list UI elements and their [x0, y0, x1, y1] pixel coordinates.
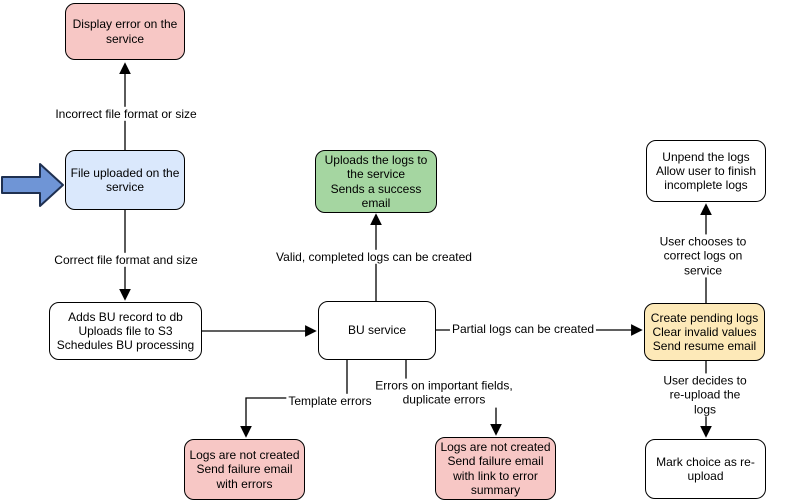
node-display-error: Display error on the service	[65, 3, 185, 60]
node-mark-choice-reupload-label: Mark choice as re- upload	[656, 454, 755, 483]
entry-arrow-icon	[1, 163, 64, 207]
node-uploads-logs-success: Uploads the logs to the service Sends a …	[315, 150, 437, 213]
node-uploads-logs-success-label: Uploads the logs to the service Sends a …	[324, 153, 428, 210]
node-logs-not-created-errors-label: Logs are not created Send failure email …	[189, 448, 300, 491]
node-file-uploaded-label: File uploaded on the service	[70, 165, 180, 194]
edge-label-incorrect-file-format: Incorrect file format or size	[53, 106, 199, 122]
node-logs-not-created-summary: Logs are not created Send failure email …	[435, 437, 556, 500]
node-bu-service: BU service	[318, 301, 436, 360]
node-file-uploaded: File uploaded on the service	[65, 150, 185, 210]
node-mark-choice-reupload: Mark choice as re- upload	[645, 439, 766, 499]
node-logs-not-created-summary-label: Logs are not created Send failure email …	[440, 440, 551, 497]
node-bu-service-label: BU service	[347, 323, 406, 338]
node-unpend-logs: Unpend the logs Allow user to finish inc…	[646, 140, 766, 202]
edge-label-user-chooses-correct: User chooses to correct logs on service	[654, 234, 752, 278]
edge-label-user-decides-reupload: User decides to re-upload the logs	[657, 373, 753, 417]
edge-label-template-errors: Template errors	[286, 393, 374, 409]
node-logs-not-created-errors: Logs are not created Send failure email …	[184, 439, 305, 500]
node-create-pending-logs-label: Create pending logs Clear invalid values…	[650, 310, 759, 354]
node-adds-bu-record: Adds BU record to db Uploads file to S3 …	[49, 302, 202, 360]
node-display-error-label: Display error on the service	[72, 17, 178, 46]
node-adds-bu-record-label: Adds BU record to db Uploads file to S3 …	[56, 309, 195, 353]
edge-label-valid-completed-logs: Valid, completed logs can be created	[274, 249, 474, 265]
edge-label-errors-important: Errors on important fields, duplicate er…	[373, 378, 515, 408]
edge-label-correct-file-format: Correct file format and size	[52, 252, 200, 268]
node-unpend-logs-label: Unpend the logs Allow user to finish inc…	[655, 149, 757, 193]
node-create-pending-logs: Create pending logs Clear invalid values…	[644, 303, 765, 361]
edge-label-partial-logs: Partial logs can be created	[449, 321, 597, 337]
